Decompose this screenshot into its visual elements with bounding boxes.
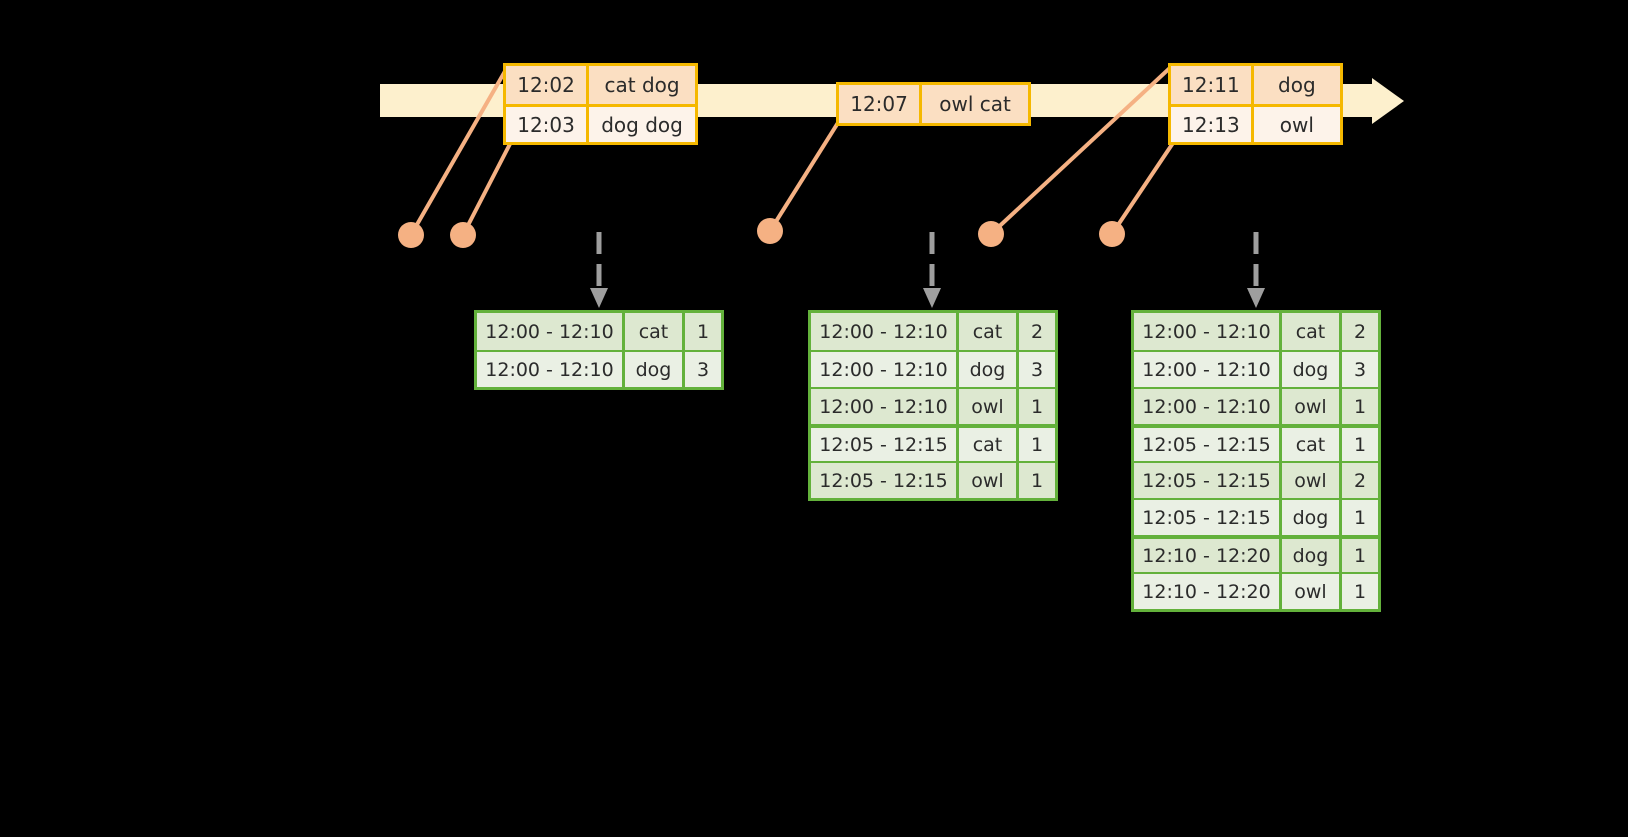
table-row: 12:05 - 12:15 owl 2	[1134, 461, 1378, 498]
result-count: 1	[1353, 395, 1367, 418]
result-count: 3	[696, 358, 710, 381]
table-row: 12:00 - 12:10 owl 1	[1134, 387, 1378, 424]
result-window: 12:00 - 12:10	[477, 313, 625, 350]
event-words: dog	[1278, 73, 1316, 97]
result-window: 12:05 - 12:15	[811, 463, 959, 498]
result-word: owl	[1282, 389, 1342, 424]
dashed-down-arrow-icon	[923, 232, 941, 308]
event-box-1: 12:02 cat dog 12:03 dog dog	[503, 63, 698, 145]
table-row: 12:05 - 12:15 cat 1	[811, 424, 1055, 461]
result-word: cat	[959, 428, 1019, 461]
event-time: 12:07	[839, 85, 923, 123]
result-count: 2	[1353, 320, 1367, 343]
connector-dot	[398, 222, 424, 248]
result-word: dog	[625, 352, 685, 387]
dashed-down-arrow-icon	[590, 232, 608, 308]
result-word: owl	[1282, 463, 1342, 498]
result-count: 2	[1353, 469, 1367, 492]
connector-dot	[757, 218, 783, 244]
table-row: 12:05 - 12:15 owl 1	[811, 461, 1055, 498]
connector-dot	[978, 221, 1004, 247]
event-box-3: 12:11 dog 12:13 owl	[1168, 63, 1343, 145]
event-words: cat dog	[604, 73, 680, 97]
event-box-2: 12:07 owl cat	[836, 82, 1031, 126]
event-row: 12:02 cat dog	[506, 66, 695, 104]
event-row: 12:11 dog	[1171, 66, 1340, 104]
result-table-2: 12:00 - 12:10 cat 2 12:00 - 12:10 dog 3 …	[808, 310, 1058, 501]
result-word: cat	[1282, 428, 1342, 461]
result-word: cat	[959, 313, 1019, 350]
table-row: 12:00 - 12:10 cat 2	[1134, 313, 1378, 350]
result-count: 2	[1030, 320, 1044, 343]
table-row: 12:05 - 12:15 cat 1	[1134, 424, 1378, 461]
result-table-1: 12:00 - 12:10 cat 1 12:00 - 12:10 dog 3	[474, 310, 724, 390]
result-window: 12:00 - 12:10	[1134, 389, 1282, 424]
event-time: 12:11	[1171, 66, 1254, 104]
result-word: dog	[1282, 539, 1342, 572]
result-word: owl	[1282, 574, 1342, 609]
time-arrow-icon	[1372, 78, 1404, 124]
result-window: 12:00 - 12:10	[811, 313, 959, 350]
result-word: dog	[1282, 352, 1342, 387]
result-word: cat	[1282, 313, 1342, 350]
result-window: 12:00 - 12:10	[1134, 313, 1282, 350]
result-window: 12:05 - 12:15	[1134, 428, 1282, 461]
table-row: 12:00 - 12:10 dog 3	[811, 350, 1055, 387]
table-row: 12:00 - 12:10 owl 1	[811, 387, 1055, 424]
result-count: 1	[1353, 433, 1367, 456]
event-words: owl	[1279, 112, 1314, 137]
result-window: 12:10 - 12:20	[1134, 539, 1282, 572]
result-window: 12:05 - 12:15	[1134, 463, 1282, 498]
result-word: cat	[625, 313, 685, 350]
result-count: 3	[1353, 358, 1367, 381]
result-word: owl	[959, 389, 1019, 424]
result-window: 12:05 - 12:15	[811, 428, 959, 461]
result-count: 1	[1030, 469, 1044, 492]
result-window: 12:00 - 12:10	[1134, 352, 1282, 387]
connector-dot	[1099, 221, 1125, 247]
result-count: 1	[1030, 395, 1044, 418]
result-window: 12:10 - 12:20	[1134, 574, 1282, 609]
result-window: 12:00 - 12:10	[811, 389, 959, 424]
event-time: 12:13	[1171, 107, 1254, 142]
result-count: 1	[1353, 544, 1367, 567]
event-time: 12:02	[506, 66, 590, 104]
event-time: 12:03	[506, 107, 590, 142]
table-row: 12:00 - 12:10 cat 1	[477, 313, 721, 350]
dashed-down-arrow-icon	[1247, 232, 1265, 308]
result-count: 1	[1030, 433, 1044, 456]
result-word: dog	[1282, 500, 1342, 535]
result-window: 12:00 - 12:10	[477, 352, 625, 387]
table-row: 12:00 - 12:10 dog 3	[1134, 350, 1378, 387]
table-row: 12:10 - 12:20 dog 1	[1134, 535, 1378, 572]
table-row: 12:10 - 12:20 owl 1	[1134, 572, 1378, 609]
result-word: dog	[959, 352, 1019, 387]
event-row: 12:07 owl cat	[839, 85, 1028, 123]
result-window: 12:05 - 12:15	[1134, 500, 1282, 535]
event-words: owl cat	[939, 92, 1011, 116]
connector-dot	[450, 222, 476, 248]
result-window: 12:00 - 12:10	[811, 352, 959, 387]
result-count: 1	[1353, 506, 1367, 529]
result-count: 1	[1353, 580, 1367, 603]
table-row: 12:00 - 12:10 dog 3	[477, 350, 721, 387]
event-row: 12:03 dog dog	[506, 104, 695, 142]
event-row: 12:13 owl	[1171, 104, 1340, 142]
event-words: dog dog	[601, 112, 683, 137]
result-word: owl	[959, 463, 1019, 498]
result-table-3: 12:00 - 12:10 cat 2 12:00 - 12:10 dog 3 …	[1131, 310, 1381, 612]
table-row: 12:05 - 12:15 dog 1	[1134, 498, 1378, 535]
result-count: 3	[1030, 358, 1044, 381]
table-row: 12:00 - 12:10 cat 2	[811, 313, 1055, 350]
result-count: 1	[696, 320, 710, 343]
